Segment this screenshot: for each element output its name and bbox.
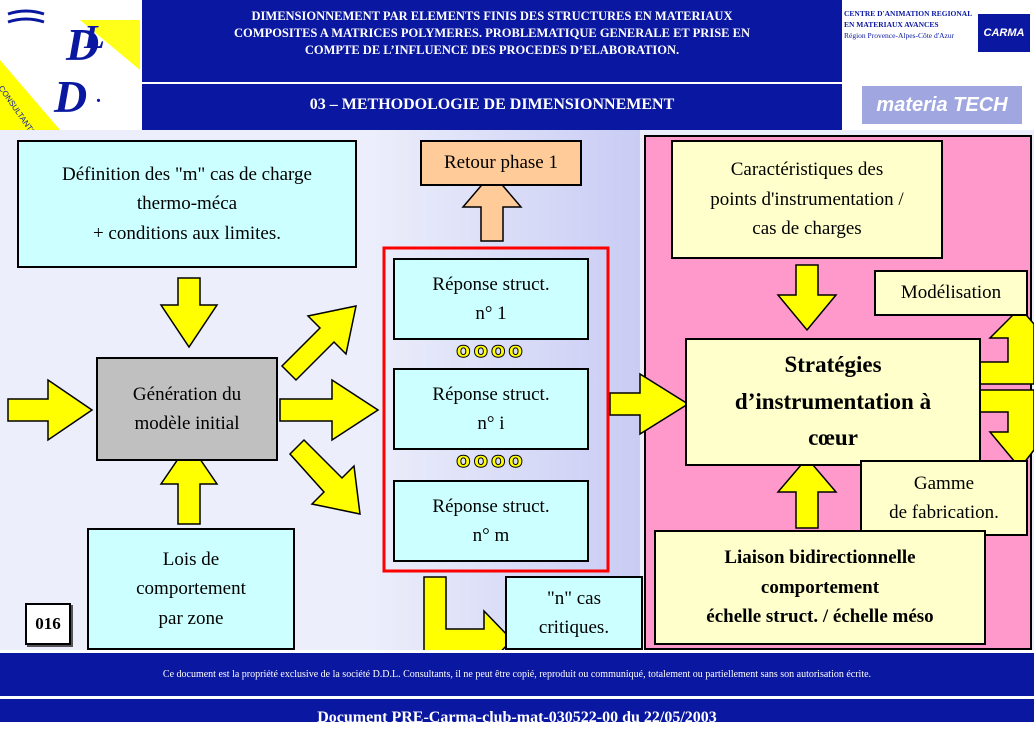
carma-line: CENTRE D'ANIMATION REGIONAL (844, 9, 973, 18)
generation-line: Génération du (132, 383, 242, 405)
svg-text:.: . (96, 85, 101, 107)
strategies-box: Stratégies d’instrumentation à cœur (685, 338, 981, 466)
definition-line: + conditions aux limites. (92, 222, 282, 244)
carma-badge: CARMA (978, 14, 1030, 52)
arrow-up-icon (461, 171, 523, 242)
logo-ddl: D L D . CONSULTANTS (0, 0, 142, 137)
carma-line: Région Provence-Alpes-Côte d'Azur (844, 31, 955, 40)
arrow-bent-down-right-icon (979, 389, 1034, 470)
response-i-box: Réponse struct. n° i (393, 368, 589, 450)
carac-line: points d'instrumentation / (710, 188, 904, 210)
dots-separator: oooo (456, 448, 526, 473)
definition-box: Définition des "m" cas de charge thermo-… (17, 140, 357, 268)
arrow-diagonal-down-right-icon (288, 438, 361, 515)
header-title-line: COMPOSITES A MATRICES POLYMERES. PROBLEM… (234, 26, 750, 40)
response-line: n° i (477, 413, 505, 434)
lois-box: Lois de comportement par zone (87, 528, 295, 650)
arrow-up-icon (159, 441, 219, 525)
logo-materiatech: materia TECH (842, 80, 1034, 130)
modelisation-box: Modélisation (874, 270, 1028, 316)
liaison-box: Liaison bidirectionnelle comportement éc… (654, 530, 986, 645)
svg-text:D: D (65, 19, 99, 70)
generation-box: Génération du modèle initial (96, 357, 278, 461)
definition-line: Définition des "m" cas de charge (62, 163, 312, 185)
response-m-box: Réponse struct. n° m (393, 480, 589, 562)
lois-line: comportement (136, 578, 246, 600)
response-group-frame (382, 246, 610, 573)
liaison-line: comportement (760, 576, 880, 598)
arrow-diagonal-up-right-icon (280, 305, 357, 382)
generation-line: modèle initial (134, 413, 240, 434)
carma-line: EN MATERIAUX AVANCES (844, 20, 939, 29)
response-line: Réponse struct. (432, 383, 550, 405)
arrow-up-icon (776, 456, 838, 529)
footer-document: Document PRE-Carma-club-mat-030522-00 du… (0, 699, 1034, 726)
carac-line: Caractéristiques des (730, 159, 884, 181)
caracteristiques-box: Caractéristiques des points d'instrument… (671, 140, 943, 259)
arrow-bent-up-right-icon (979, 306, 1034, 385)
header-title-line: DIMENSIONNEMENT PAR ELEMENTS FINIS DES S… (251, 9, 733, 23)
ddl-logo-graphic: D L D . (0, 9, 140, 130)
materiatech-text: materia TECH (862, 86, 1022, 124)
liaison-line: échelle struct. / échelle méso (706, 606, 934, 628)
svg-text:L: L (83, 19, 105, 56)
response-line: Réponse struct. (432, 273, 550, 295)
gamme-line: de fabrication. (889, 502, 999, 523)
gamme-box: Gamme de fabrication. (860, 460, 1028, 536)
strategies-line: d’instrumentation à (734, 388, 932, 414)
header-title-line: COMPTE DE L’INFLUENCE DES PROCEDES D’ELA… (304, 43, 680, 57)
response-line: n° m (472, 525, 510, 546)
logo-carma: CENTRE D'ANIMATION REGIONAL EN MATERIAUX… (842, 0, 1034, 80)
svg-text:D: D (53, 71, 87, 122)
arrow-down-icon (776, 264, 838, 332)
liaison-line: Liaison bidirectionnelle (724, 547, 916, 569)
strategies-line: cœur (808, 425, 858, 451)
arrow-right-icon (609, 372, 690, 436)
lois-line: Lois de (162, 548, 220, 570)
strategies-line: Stratégies (784, 351, 882, 377)
dots-separator: oooo (456, 338, 526, 363)
lois-line: par zone (158, 607, 224, 629)
n-cas-box: "n" cas critiques. (505, 576, 643, 650)
response-line: n° 1 (475, 303, 507, 324)
arrow-down-icon (159, 277, 219, 349)
n-cas-line: critiques. (538, 617, 610, 638)
header-title: DIMENSIONNEMENT PAR ELEMENTS FINIS DES S… (142, 0, 842, 82)
n-cas-line: "n" cas (546, 587, 602, 609)
page-number: 016 (25, 603, 71, 645)
retour-phase-box: Retour phase 1 (420, 140, 582, 186)
definition-line: thermo-méca (136, 193, 238, 215)
response-line: Réponse struct. (432, 495, 550, 517)
arrow-right-icon (279, 378, 380, 442)
response-1-box: Réponse struct. n° 1 (393, 258, 589, 340)
footer-notice: Ce document est la propriété exclusive d… (0, 653, 1034, 696)
arrow-right-icon (7, 378, 94, 442)
carac-line: cas de charges (752, 218, 862, 240)
header-subtitle: 03 – METHODOLOGIE DE DIMENSIONNEMENT (142, 84, 842, 130)
gamme-line: Gamme (913, 472, 975, 494)
